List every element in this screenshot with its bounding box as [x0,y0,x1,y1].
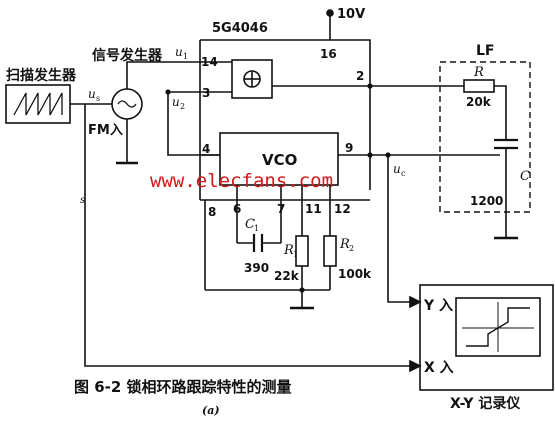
y-in-label: Y 入 [423,298,453,314]
pin-7: 7 [277,202,285,216]
arrow-y [409,295,422,309]
chip-outline-top [200,39,371,190]
arrow-x [409,359,422,373]
pin-8: 8 [208,205,216,219]
r1-sub: 1 [293,250,298,259]
wire-r-to-c [494,85,507,140]
phase-comparator-box [231,59,273,99]
r2-label: R [339,237,350,252]
r2-value: 100k [338,267,372,281]
r-label: R [473,65,484,80]
sine-icon [117,100,137,108]
sweep-generator-label: 扫描发生器 [6,67,77,84]
pin-9: 9 [345,141,353,155]
c1-value: 390 [244,261,269,275]
r2-sub: 2 [349,244,354,253]
c1-label: C [245,217,255,232]
pin-11: 11 [305,202,322,216]
c-label: C [520,169,530,184]
r-value: 20k [466,95,492,109]
sawtooth-icon [13,92,63,116]
signal-generator-label: 信号发生器 [92,47,163,64]
r1-value: 22k [274,269,300,283]
figure-caption: 图 6-2 锁相环路跟踪特性的测量 [74,378,292,396]
node-pin9 [367,152,373,158]
c1-sub: 1 [254,224,259,233]
us-label: u [88,87,96,101]
watermark: www.elecfans.com [150,170,333,192]
node-pin2 [367,83,373,89]
node-u2 [165,89,171,95]
r1-label: R [283,243,294,258]
chip-label: 5G4046 [212,21,268,36]
node-uc [385,152,391,158]
node-ground [299,287,305,293]
vco-box [219,132,339,186]
u1-label: u [175,45,183,59]
pin-12: 12 [334,202,351,216]
wire-u1 [126,61,200,89]
vdd-node [326,9,334,17]
resistor-r2 [323,235,337,267]
xy-recorder-box [419,284,554,391]
uc-sub: c [401,169,406,178]
wire-x-in [84,104,420,367]
s-mark: s [80,195,85,206]
sub-caption: (a) [202,404,220,417]
pin-16: 16 [320,47,337,61]
fm-in-label: FM入 [88,123,123,138]
uc-label: u [393,162,401,176]
us-sub: s [96,94,100,103]
u2-label: u [172,95,180,109]
x-in-label: X 入 [424,360,454,376]
lf-box [439,61,531,213]
u2-sub: 2 [180,102,185,111]
pin-6: 6 [233,202,241,216]
lf-label: LF [476,43,494,59]
pin-2: 2 [356,69,364,83]
pin-14: 14 [201,55,218,69]
resistor-r [463,79,495,93]
c-value: 1200 [470,194,503,208]
xy-recorder-label: X-Y 记录仪 [450,396,521,412]
xy-screen [455,297,541,357]
u1-sub: 1 [183,52,188,61]
pin-3: 3 [202,86,210,100]
pin-4: 4 [202,142,210,156]
tracking-curve [466,307,530,347]
vdd-label: 10V [337,7,365,22]
vco-label: VCO [262,151,297,169]
